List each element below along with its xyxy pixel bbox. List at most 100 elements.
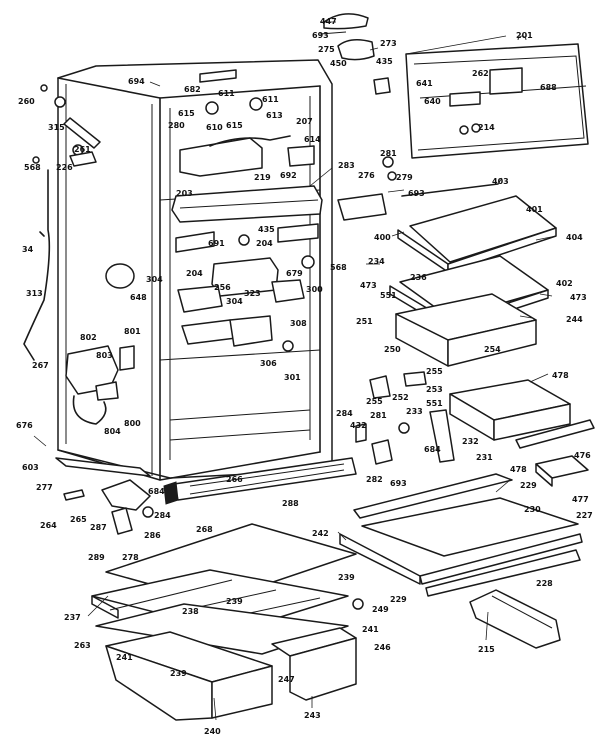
label-254: 254 [484, 345, 501, 354]
label-238: 238 [182, 607, 199, 616]
label-232: 232 [462, 437, 479, 446]
label-267: 267 [32, 361, 49, 370]
label-246: 246 [374, 643, 391, 652]
label-679: 679 [286, 269, 303, 278]
label-648: 648 [130, 293, 147, 302]
label-278: 278 [122, 553, 139, 562]
label-261: 261 [74, 145, 91, 154]
bottle-bin-215 [469, 589, 561, 649]
label-260: 260 [18, 97, 35, 106]
label-450: 450 [330, 59, 347, 68]
label-283: 283 [338, 161, 355, 170]
label-304: 304 [226, 297, 243, 306]
label-447: 447 [320, 17, 337, 26]
label-229: 229 [390, 595, 407, 604]
water-tube [23, 169, 51, 361]
label-241: 241 [116, 653, 133, 662]
label-691: 691 [208, 239, 225, 248]
left-small-parts [32, 84, 135, 425]
shelf-401 [397, 183, 557, 273]
label-236: 236 [410, 273, 427, 282]
label-250: 250 [384, 345, 401, 354]
label-692: 692 [280, 171, 297, 180]
butter-bin-476 [535, 455, 589, 487]
label-404: 404 [566, 233, 583, 242]
label-252: 252 [392, 393, 409, 402]
label-435: 435 [376, 57, 393, 66]
label-251: 251 [356, 317, 373, 326]
label-284: 284 [154, 511, 171, 520]
label-207: 207 [296, 117, 313, 126]
label-279: 279 [396, 173, 413, 182]
label-268: 268 [196, 525, 213, 534]
label-239: 239 [338, 573, 355, 582]
label-693: 693 [390, 479, 407, 488]
label-288: 288 [282, 499, 299, 508]
label-240: 240 [204, 727, 221, 736]
label-228: 228 [536, 579, 553, 588]
top-hardware [319, 13, 391, 95]
leader-lines [33, 21, 557, 721]
label-803: 803 [96, 351, 113, 360]
label-249: 249 [372, 605, 389, 614]
label-281: 281 [370, 411, 387, 420]
label-315: 315 [48, 123, 65, 132]
label-203: 203 [176, 189, 193, 198]
label-204: 204 [256, 239, 273, 248]
label-243: 243 [304, 711, 321, 720]
label-802: 802 [80, 333, 97, 342]
label-615: 615 [226, 121, 243, 130]
label-611: 611 [262, 95, 279, 104]
cabinet-shell [55, 59, 357, 501]
label-244: 244 [566, 315, 583, 324]
label-277: 277 [36, 483, 53, 492]
label-231: 231 [476, 453, 493, 462]
freezer-pan-240 [105, 631, 273, 721]
label-614: 614 [304, 135, 321, 144]
label-265: 265 [70, 515, 87, 524]
label-301: 301 [284, 373, 301, 382]
label-402: 402 [556, 279, 573, 288]
label-242: 242 [312, 529, 329, 538]
label-241: 241 [362, 625, 379, 634]
label-551: 551 [426, 399, 443, 408]
label-323: 323 [244, 289, 261, 298]
label-219: 219 [254, 173, 271, 182]
freezer-rear-panel [405, 35, 589, 159]
label-610: 610 [206, 123, 223, 132]
right-small-parts [337, 156, 455, 465]
label-306: 306 [260, 359, 277, 368]
label-478: 478 [552, 371, 569, 380]
shelf-230 [339, 473, 583, 597]
label-284: 284 [336, 409, 353, 418]
label-613: 613 [266, 111, 283, 120]
label-684: 684 [424, 445, 441, 454]
label-247: 247 [278, 675, 295, 684]
label-281: 281 [380, 149, 397, 158]
label-253: 253 [426, 385, 443, 394]
label-804: 804 [104, 427, 121, 436]
label-273: 273 [380, 39, 397, 48]
label-400: 400 [374, 233, 391, 242]
label-300: 300 [306, 285, 323, 294]
label-230: 230 [524, 505, 541, 514]
label-693: 693 [408, 189, 425, 198]
label-473: 473 [570, 293, 587, 302]
label-263: 263 [74, 641, 91, 650]
label-684: 684 [148, 487, 165, 496]
label-34: 34 [22, 245, 34, 254]
label-688: 688 [540, 83, 557, 92]
label-276: 276 [358, 171, 375, 180]
label-234: 234 [368, 257, 385, 266]
label-201: 201 [516, 31, 533, 40]
part-labels: 447 693 273 275 450 435 201 641 262 688 … [16, 17, 593, 736]
label-255: 255 [366, 397, 383, 406]
label-676: 676 [16, 421, 33, 430]
meat-pan-478 [449, 379, 595, 449]
label-227: 227 [576, 511, 593, 520]
label-694: 694 [128, 77, 145, 86]
label-432: 432 [350, 421, 367, 430]
label-239: 239 [226, 597, 243, 606]
crisper-drawer-250 [395, 293, 537, 367]
